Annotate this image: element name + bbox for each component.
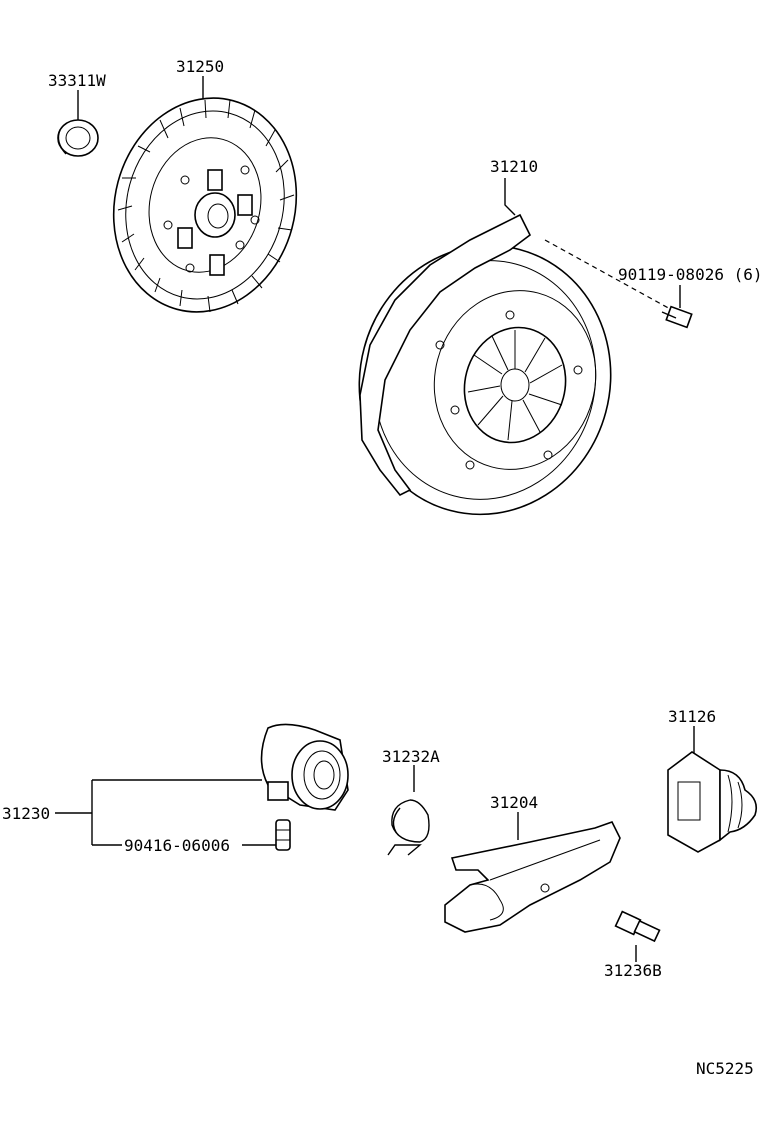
label-31230: 31230: [2, 804, 50, 823]
label-31232A: 31232A: [382, 747, 440, 766]
cover-bolt: [544, 239, 693, 329]
label-31126: 31126: [668, 707, 716, 726]
label-31204: 31204: [490, 793, 538, 812]
clutch-disc: [112, 76, 298, 313]
label-90416-06006: 90416-06006: [124, 836, 230, 855]
release-bearing-hub: [55, 723, 349, 846]
label-33311W: 33311W: [48, 71, 106, 90]
diagram-code: NC5225: [696, 1059, 754, 1078]
label-31210: 31210: [490, 157, 538, 176]
retaining-clip: [387, 765, 430, 856]
label-31250: 31250: [176, 57, 224, 76]
release-fork: [444, 812, 621, 933]
clutch-cover: [358, 178, 612, 516]
fork-support-bolt: [614, 910, 661, 962]
pilot-bearing: [57, 90, 99, 157]
grease-fitting: [242, 819, 291, 851]
label-90119-08026: 90119-08026 (6): [618, 265, 763, 284]
label-31236B: 31236B: [604, 961, 662, 980]
release-fork-boot: [667, 726, 758, 853]
